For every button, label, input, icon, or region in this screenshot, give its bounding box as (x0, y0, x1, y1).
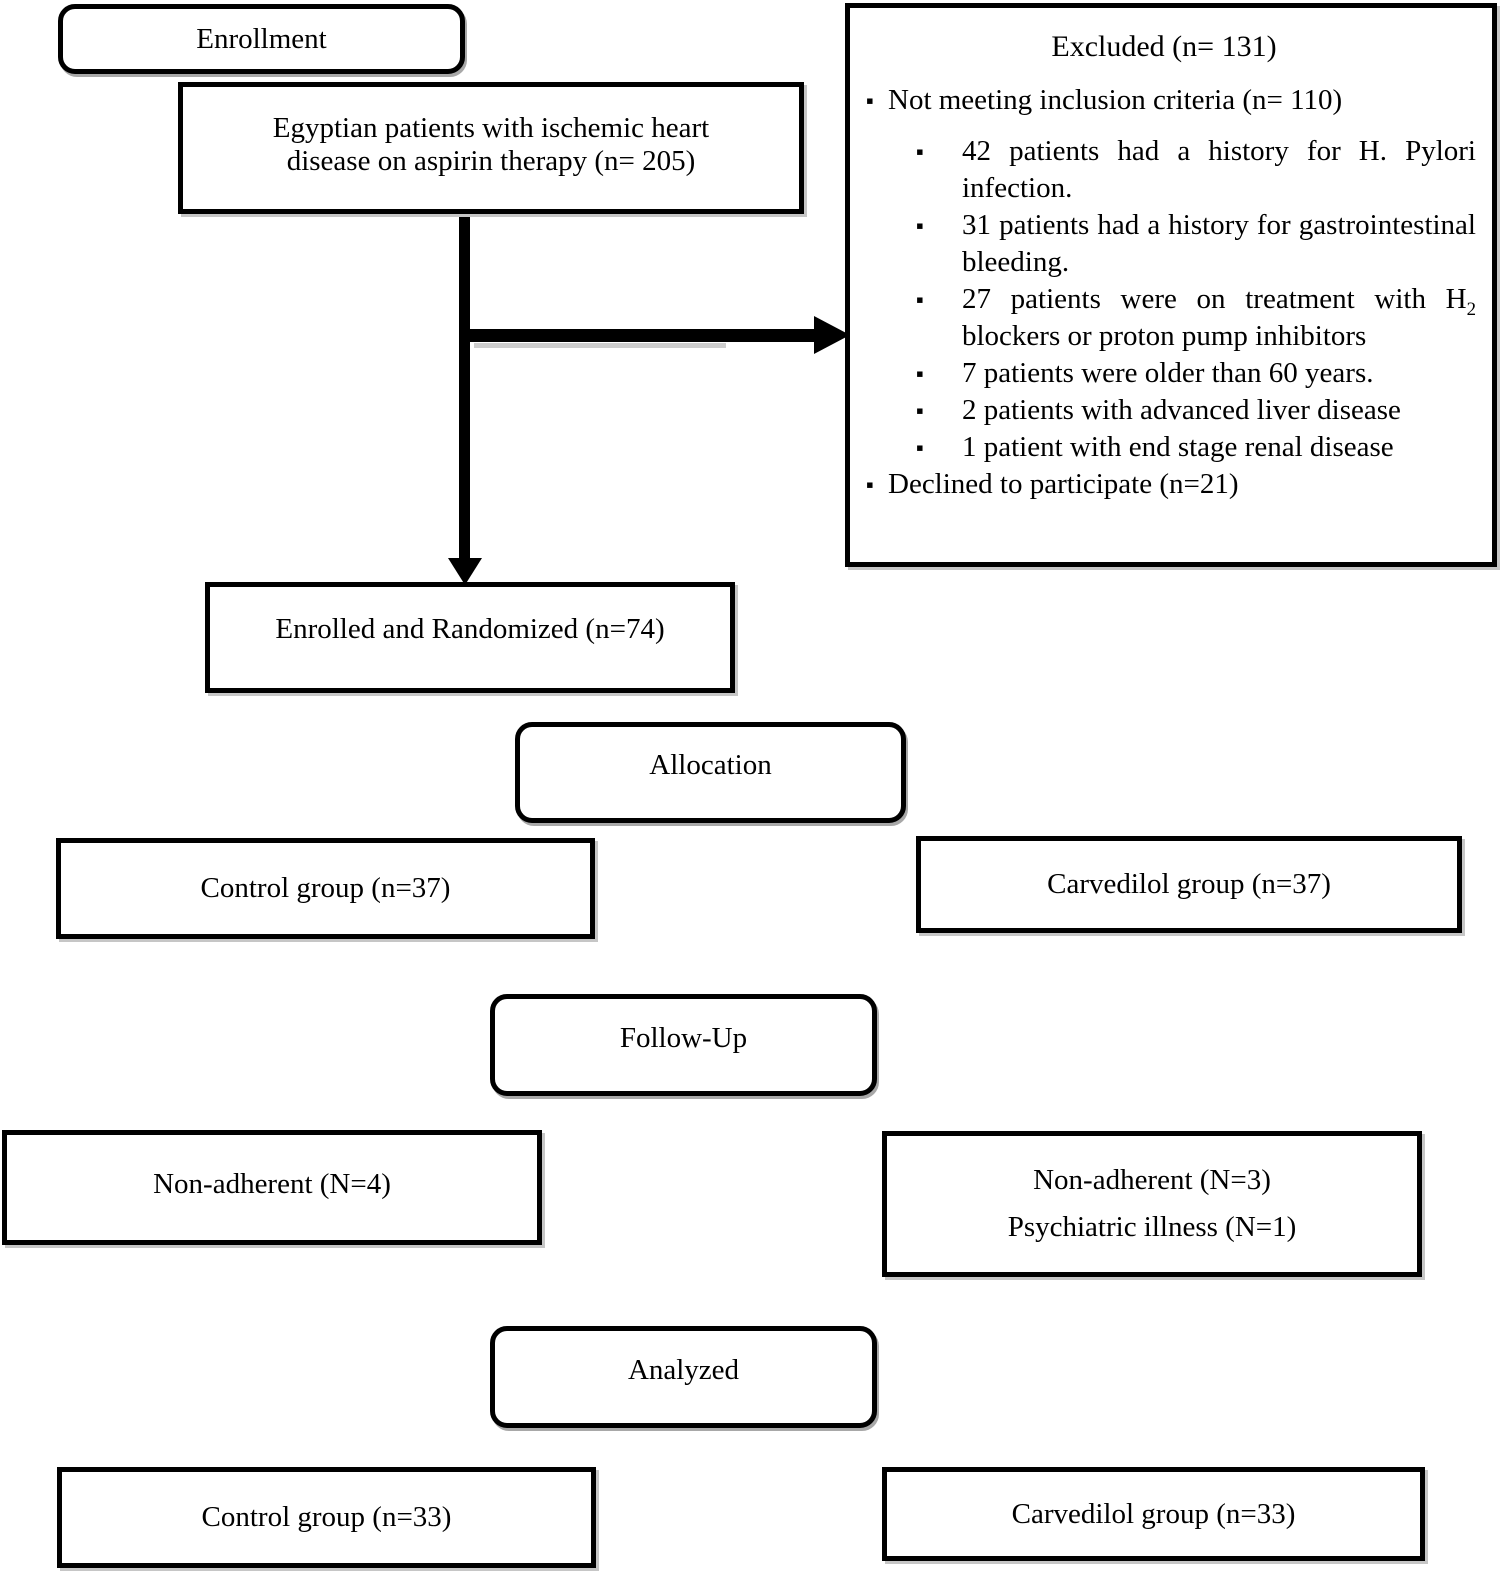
excluded-not-meeting-item: ▪ Not meeting inclusion criteria (n= 110… (850, 82, 1478, 119)
enrollment-box: Enrollment (58, 4, 465, 74)
square-bullet-icon: ▪ (866, 88, 874, 113)
allocation-box: Allocation (515, 722, 906, 823)
square-bullet-icon: ▪ (916, 361, 924, 386)
excluded-box: Excluded (n= 131) ▪ Not meeting inclusio… (845, 3, 1497, 567)
excluded-reason-item: ▪ 31 patients had a history for gastroin… (850, 207, 1478, 281)
excluded-reason-label: 7 patients were older than 60 years. (962, 357, 1374, 389)
h2-subscript: 2 (1466, 298, 1476, 320)
non-adherent-carvedilol-label: Non-adherent (N=3) Psychiatric illness (… (1008, 1157, 1297, 1251)
reason-text-after-subscript: blockers or proton pump inhibitors (962, 320, 1367, 352)
analyzed-box: Analyzed (490, 1326, 877, 1428)
excluded-reason-item: ▪ 1 patient with end stage renal disease (850, 429, 1478, 466)
excluded-declined-label: Declined to participate (n=21) (888, 468, 1239, 500)
square-bullet-icon: ▪ (866, 472, 874, 497)
enrolled-randomized-box: Enrolled and Randomized (n=74) (205, 582, 735, 693)
enrolled-randomized-label: Enrolled and Randomized (n=74) (275, 613, 665, 645)
square-bullet-icon: ▪ (916, 398, 924, 423)
enrollment-label: Enrollment (196, 22, 327, 55)
non-adherent-carvedilol-box: Non-adherent (N=3) Psychiatric illness (… (882, 1131, 1422, 1277)
right-arrow-head (814, 316, 850, 354)
excluded-reason-item: ▪ 42 patients had a history for H. Pylor… (850, 133, 1478, 207)
excluded-reason-label: 2 patients with advanced liver disease (962, 394, 1401, 426)
follow-up-label: Follow-Up (619, 1021, 748, 1054)
non-adherent-line: Non-adherent (N=3) (1033, 1164, 1271, 1196)
excluded-reason-item: ▪ 7 patients were older than 60 years. (850, 355, 1478, 392)
square-bullet-icon: ▪ (916, 287, 924, 312)
square-bullet-icon: ▪ (916, 139, 924, 164)
excluded-reason-label: 27 patients were on treatment with H2 bl… (962, 281, 1476, 355)
control-group-33-box: Control group (n=33) (57, 1467, 596, 1568)
right-arrow-shadow (474, 343, 726, 348)
control-group-37-box: Control group (n=37) (56, 838, 595, 939)
down-arrow-head (448, 558, 482, 585)
follow-up-box: Follow-Up (490, 994, 877, 1096)
analyzed-label: Analyzed (627, 1353, 740, 1386)
carvedilol-group-33-box: Carvedilol group (n=33) (882, 1467, 1425, 1561)
control-group-37-label: Control group (n=37) (200, 872, 451, 904)
population-box: Egyptian patients with ischemic heart di… (178, 82, 804, 214)
excluded-reason-label: 42 patients had a history for H. Pylori … (962, 135, 1476, 204)
square-bullet-icon: ▪ (916, 435, 924, 460)
carvedilol-group-37-box: Carvedilol group (n=37) (916, 836, 1462, 933)
non-adherent-control-label: Non-adherent (N=4) (153, 1168, 391, 1200)
non-adherent-control-box: Non-adherent (N=4) (2, 1130, 542, 1245)
excluded-reason-item: ▪ 27 patients were on treatment with H2 … (850, 281, 1478, 355)
excluded-declined-item: ▪ Declined to participate (n=21) (850, 466, 1478, 503)
square-bullet-icon: ▪ (916, 213, 924, 238)
allocation-label: Allocation (649, 749, 772, 781)
reason-text-before-subscript: 27 patients were on treatment with H (962, 283, 1467, 315)
excluded-reason-item: ▪ 2 patients with advanced liver disease (850, 392, 1478, 429)
psychiatric-illness-line: Psychiatric illness (N=1) (1007, 1211, 1297, 1243)
excluded-not-meeting-label: Not meeting inclusion criteria (n= 110) (888, 84, 1343, 116)
carvedilol-group-33-label: Carvedilol group (n=33) (1011, 1497, 1296, 1530)
down-arrow-line (459, 213, 470, 562)
right-arrow-line (470, 329, 816, 342)
excluded-title: Excluded (n= 131) (1051, 30, 1277, 63)
excluded-reason-label: 31 patients had a history for gastrointe… (962, 209, 1476, 278)
control-group-33-label: Control group (n=33) (201, 1501, 452, 1533)
carvedilol-group-37-label: Carvedilol group (n=37) (1047, 868, 1331, 900)
excluded-reason-label: 1 patient with end stage renal disease (962, 431, 1394, 463)
population-label: Egyptian patients with ischemic heart di… (272, 112, 710, 177)
